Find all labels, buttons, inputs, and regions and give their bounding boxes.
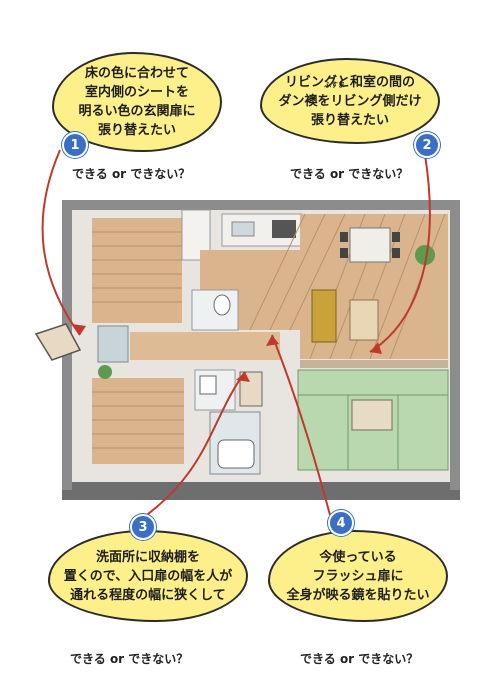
- arrow-3: [139, 371, 246, 521]
- bubble-2-question: できる or できない？: [290, 167, 409, 181]
- entrance-door: [34, 323, 82, 361]
- outer-wall-right: [450, 200, 460, 490]
- kitchen-sink: [231, 221, 255, 237]
- bubble-1-question: できる or できない？: [72, 167, 191, 181]
- arrow-4: [271, 334, 331, 516]
- sofa-icon: [311, 289, 337, 343]
- bubble-4: 今使っている フラッシュ扉に 全身が映る鏡を貼りたい: [268, 530, 448, 622]
- arrow-1: [41, 149, 81, 336]
- corridor-floor: [130, 332, 280, 360]
- bubble-2-ruby: ふすま: [324, 81, 345, 89]
- low-table: [351, 399, 393, 431]
- bubble-4-number: 4: [328, 510, 354, 536]
- slab-edge: [62, 482, 460, 500]
- sliding-door: [300, 360, 448, 368]
- dining-table-icon: [349, 227, 391, 263]
- toilet-icon: [213, 294, 231, 316]
- bathtub-icon: [217, 439, 255, 469]
- bubble-2: リビングと和室の間の ダン襖をリビング側だけ 張り替えたい: [260, 58, 440, 144]
- bubble-4-question: できる or できない？: [300, 652, 419, 666]
- bubble-3-number: 3: [130, 514, 156, 540]
- bubble-3-question: できる or できない？: [70, 652, 189, 666]
- bubble-4-text: 今使っている フラッシュ扉に 全身が映る鏡を貼りたい: [286, 549, 430, 603]
- bubble-2-text: リビングと和室の間の ダン襖をリビング側だけ 張り替えたい: [278, 74, 422, 128]
- bubble-1-number: 1: [62, 132, 88, 158]
- bubble-3: 洗面所に収納棚を 置くので、入口扉の幅を人が 通れる程度の幅に狭くして: [48, 530, 248, 622]
- arrow-2: [369, 154, 431, 353]
- entrance-tiles: [97, 325, 129, 363]
- sink-icon: [199, 375, 217, 395]
- outer-wall-top: [62, 200, 460, 210]
- bubble-2-number: 2: [414, 132, 440, 158]
- stove-icon: [272, 220, 296, 238]
- coffee-table: [349, 299, 379, 341]
- bedroom-bottom-floor: [92, 378, 184, 464]
- bedroom-top-floor: [92, 218, 182, 323]
- plant-icon-living: [415, 245, 435, 265]
- plant-icon: [98, 365, 112, 379]
- bubble-1-text: 床の色に合わせて 室内側のシートを 明るい色の玄関扉に 張り替えたい: [78, 66, 196, 138]
- bubble-3-text: 洗面所に収納棚を 置くので、入口扉の幅を人が 通れる程度の幅に狭くして: [63, 549, 233, 603]
